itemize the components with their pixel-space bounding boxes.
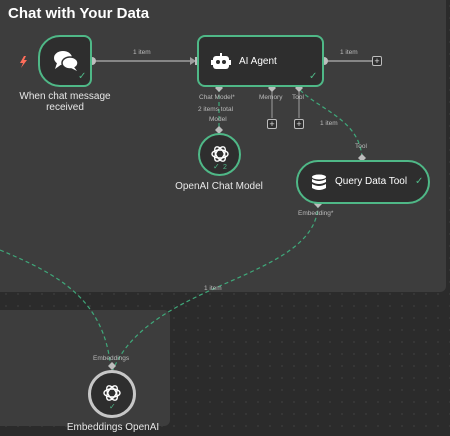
success-check-icon: ✓ <box>213 162 220 171</box>
wire-label-agent-out: 1 item <box>340 49 358 56</box>
openai-chat-model-node[interactable]: ✓ 2 <box>198 133 241 176</box>
wire-label-trigger-agent: 1 item <box>133 49 151 56</box>
secondary-panel <box>0 310 170 426</box>
embeddings-openai-node[interactable]: ✓ <box>88 370 136 418</box>
query-data-tool-node[interactable]: Query Data Tool ✓ <box>296 160 430 204</box>
ai-agent-node[interactable]: AI Agent ✓ <box>197 35 324 87</box>
add-node-button[interactable]: + <box>372 56 382 66</box>
database-icon <box>312 174 326 190</box>
port-label-tool-input: Tool <box>355 143 367 150</box>
wire-label-tool-items: 1 item <box>320 120 338 127</box>
ai-agent-label: AI Agent <box>239 56 277 67</box>
success-check-icon: ✓ <box>78 71 87 82</box>
wire-label-embeddings-items: 1 item <box>204 285 222 292</box>
port-label-chat-model: Chat Model* <box>199 94 235 101</box>
query-data-tool-label: Query Data Tool <box>335 176 408 187</box>
wire-embedding-left <box>0 249 112 371</box>
wire-tool <box>299 89 363 159</box>
openai-icon <box>103 385 121 401</box>
success-check-icon: ✓ <box>109 402 116 411</box>
chat-trigger-label-line1: When chat message <box>19 91 111 102</box>
chat-trigger-label-line2: received <box>46 102 84 113</box>
embeddings-openai-label: Embeddings OpenAI <box>66 422 160 433</box>
port-label-model-input: Model <box>209 116 227 123</box>
wire-embedding <box>112 203 319 371</box>
openai-icon <box>211 146 229 162</box>
add-memory-button[interactable]: + <box>267 119 277 129</box>
workflow-title: Chat with Your Data <box>8 5 150 22</box>
openai-chat-model-label: OpenAI Chat Model <box>175 181 263 192</box>
success-check-icon: ✓ <box>415 176 424 187</box>
robot-icon <box>211 53 231 69</box>
wire-label-model-items: 2 items total <box>198 106 234 113</box>
chat-trigger-node[interactable]: ✓ <box>38 35 92 87</box>
add-tool-button[interactable]: + <box>294 119 304 129</box>
chat-trigger-label: When chat message received <box>14 91 116 113</box>
run-count-badge: 2 <box>223 164 227 171</box>
port-label-tool: Tool <box>292 94 304 101</box>
port-label-memory: Memory <box>259 94 283 101</box>
success-check-icon: ✓ <box>309 71 318 82</box>
port-label-embeddings-input: Embeddings <box>93 355 130 362</box>
port-label-embedding: Embedding* <box>298 210 334 217</box>
chat-bubbles-icon <box>54 51 79 71</box>
wire-arrow <box>190 57 196 65</box>
